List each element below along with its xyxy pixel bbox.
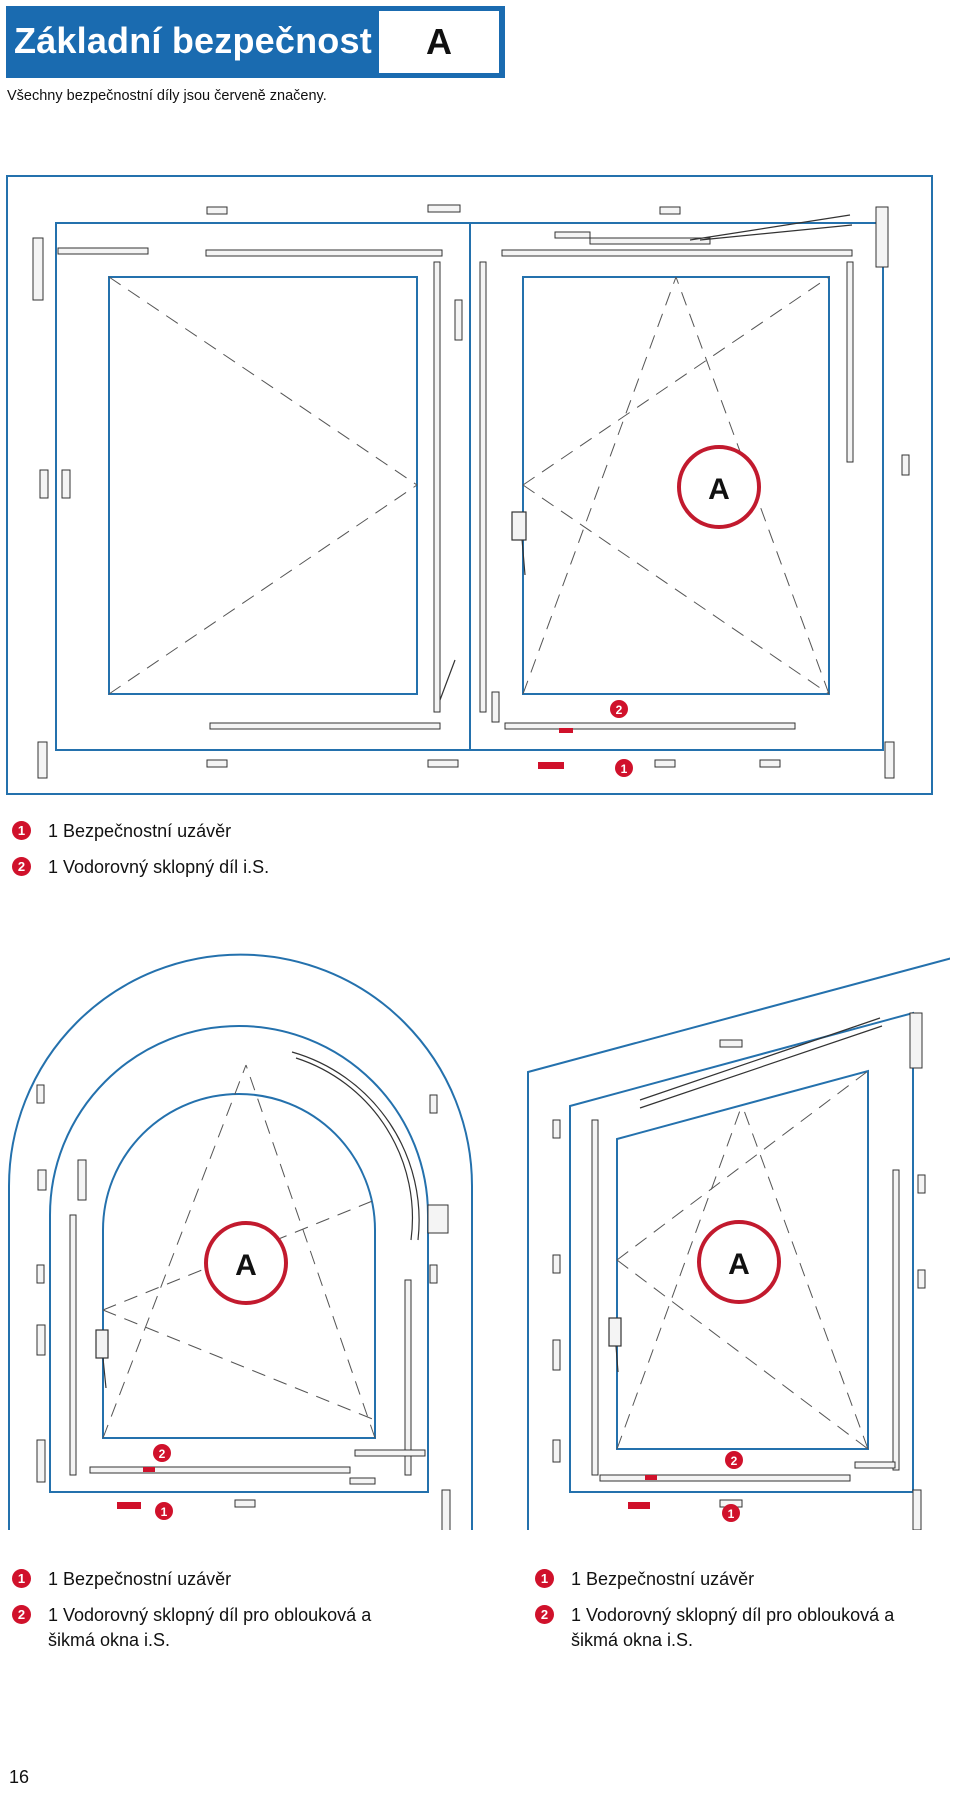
- slanted-window-diagram: A 2 1: [527, 957, 950, 1530]
- legend-item: 1 1 Bezpečnostní uzávěr: [12, 819, 412, 844]
- figure-circle-a: A: [697, 1220, 781, 1304]
- callout-2: 2: [610, 700, 628, 718]
- page-header: Základní bezpečnost A: [6, 6, 505, 78]
- legend-number: 1: [12, 1569, 31, 1588]
- figure-circle-a: A: [204, 1221, 288, 1305]
- legend-item: 2 1 Vodorovný sklopný díl pro oblouková …: [12, 1603, 412, 1653]
- page-number: 16: [9, 1767, 30, 1787]
- right-sash-frame: [469, 222, 884, 751]
- legend-text: 1 Vodorovný sklopný díl pro oblouková a …: [48, 1605, 372, 1650]
- legend-number: 1: [535, 1569, 554, 1588]
- legend-text: 1 Vodorovný sklopný díl i.S.: [48, 857, 270, 877]
- safety-lock-part: [628, 1502, 650, 1509]
- left-sash-frame: [55, 222, 471, 751]
- circle-a-label: A: [708, 473, 730, 506]
- right-glass: [522, 276, 830, 695]
- arched-sash-frame: [49, 1025, 429, 1493]
- outer-frame: [6, 175, 933, 795]
- callout-1: 1: [155, 1502, 173, 1520]
- double-window-diagram: A 2 1: [6, 175, 933, 795]
- legend-item: 1 1 Bezpečnostní uzávěr: [535, 1567, 935, 1592]
- safety-lock-part: [117, 1502, 141, 1509]
- callout-1: 1: [722, 1504, 740, 1522]
- page-title: Základní bezpečnost: [14, 20, 372, 61]
- callout-1: 1: [615, 759, 633, 777]
- legend-item: 2 1 Vodorovný sklopný díl pro oblouková …: [535, 1603, 935, 1653]
- callout-1-label: 1: [161, 1505, 168, 1519]
- callout-2: 2: [153, 1444, 171, 1462]
- callout-1-label: 1: [728, 1507, 735, 1521]
- tilt-part-red: [559, 728, 573, 733]
- tilt-part-red: [143, 1467, 155, 1472]
- section-letter-box: A: [379, 11, 499, 73]
- callout-2-label: 2: [159, 1447, 166, 1461]
- arched-outer-frame: [8, 953, 473, 1530]
- legend-number: 2: [12, 1605, 31, 1624]
- callout-1-label: 1: [621, 762, 628, 776]
- callout-2: 2: [725, 1451, 743, 1469]
- tilt-part-red: [645, 1475, 657, 1480]
- legend-bottom-left: 1 1 Bezpečnostní uzávěr 2 1 Vodorovný sk…: [12, 1567, 412, 1664]
- legend-item: 2 1 Vodorovný sklopný díl i.S.: [12, 855, 412, 880]
- callout-2-label: 2: [731, 1454, 738, 1468]
- subtitle: Všechny bezpečnostní díly jsou červeně z…: [7, 88, 327, 104]
- safety-lock-part: [538, 762, 564, 769]
- legend-text: 1 Bezpečnostní uzávěr: [48, 821, 232, 841]
- legend-number: 1: [12, 821, 31, 840]
- arched-glass: [102, 1093, 376, 1439]
- arched-window-diagram: A 2 1: [8, 953, 473, 1530]
- legend-text: 1 Bezpečnostní uzávěr: [571, 1569, 755, 1589]
- circle-a-label: A: [728, 1248, 750, 1281]
- callout-2-label: 2: [616, 703, 623, 717]
- legend-bottom-right: 1 1 Bezpečnostní uzávěr 2 1 Vodorovný sk…: [535, 1567, 935, 1664]
- legend-top: 1 1 Bezpečnostní uzávěr 2 1 Vodorovný sk…: [12, 819, 412, 891]
- circle-a-label: A: [235, 1249, 257, 1282]
- figure-circle-a: A: [677, 445, 761, 529]
- legend-number: 2: [535, 1605, 554, 1624]
- legend-text: 1 Vodorovný sklopný díl pro oblouková a …: [571, 1605, 895, 1650]
- legend-text: 1 Bezpečnostní uzávěr: [48, 1569, 232, 1589]
- left-glass: [108, 276, 418, 695]
- legend-item: 1 1 Bezpečnostní uzávěr: [12, 1567, 412, 1592]
- section-letter: A: [426, 21, 452, 62]
- legend-number: 2: [12, 857, 31, 876]
- slanted-outer-frame: [527, 957, 950, 1530]
